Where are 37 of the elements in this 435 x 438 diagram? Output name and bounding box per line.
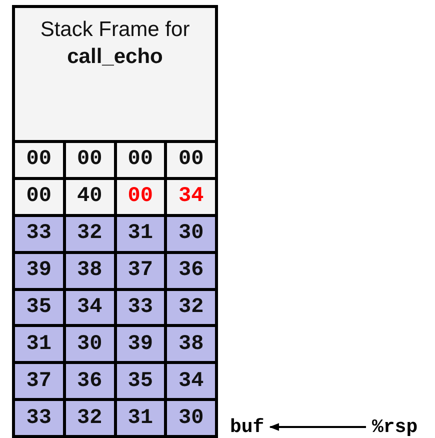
byte-value: 34	[66, 290, 114, 324]
byte-value: 00	[116, 180, 164, 214]
byte-value: 30	[167, 216, 215, 251]
byte-value: 32	[66, 401, 114, 435]
byte-value: 36	[167, 254, 215, 288]
byte-value: 36	[66, 364, 114, 398]
stack-frame-box	[15, 8, 215, 140]
byte-value: 34	[167, 180, 215, 214]
byte-value: 00	[116, 143, 164, 177]
arrow	[269, 423, 366, 431]
byte-value: 31	[116, 216, 164, 251]
byte-value: 33	[15, 216, 63, 251]
byte-value: 33	[116, 290, 164, 324]
byte-value: 35	[15, 290, 63, 324]
byte-value: 34	[167, 364, 215, 398]
byte-value: 35	[116, 364, 164, 398]
byte-value: 38	[66, 254, 114, 288]
byte-value: 00	[15, 180, 63, 214]
byte-value: 33	[15, 401, 63, 435]
byte-value: 37	[15, 364, 63, 398]
byte-value: 38	[167, 327, 215, 362]
register-label: buf	[230, 416, 264, 438]
byte-value: 30	[66, 327, 114, 362]
byte-value: 00	[66, 143, 114, 177]
byte-value: 32	[66, 216, 114, 251]
frame-title: Stack Frame for call_echo	[39, 17, 191, 70]
byte-value: 39	[15, 254, 63, 288]
byte-value: 40	[66, 180, 114, 214]
byte-value: 30	[167, 401, 215, 435]
byte-value: 39	[116, 327, 164, 362]
register-label: %rsp	[372, 416, 418, 438]
byte-value: 32	[167, 290, 215, 324]
byte-value: 00	[15, 143, 63, 177]
byte-value: 00	[167, 143, 215, 177]
byte-value: 37	[116, 254, 164, 288]
byte-value: 31	[116, 401, 164, 435]
byte-value: 31	[15, 327, 63, 362]
